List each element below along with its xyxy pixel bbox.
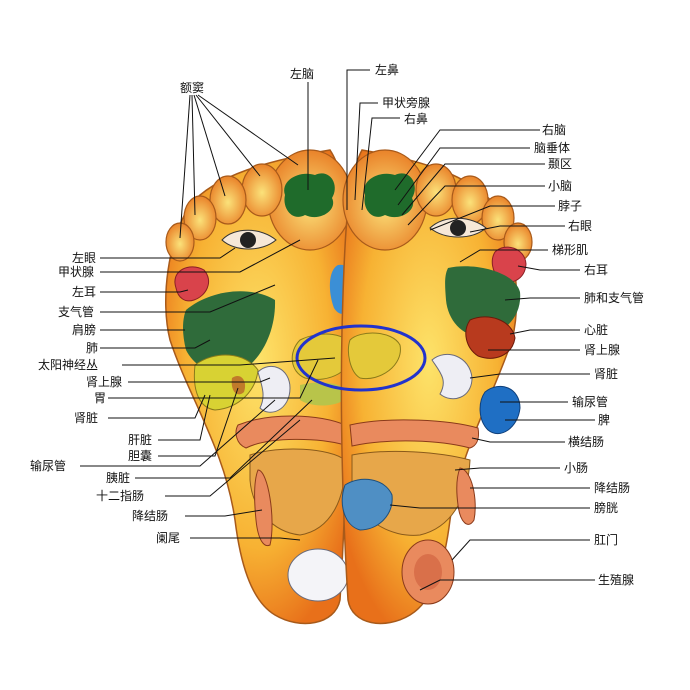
label-solar-plexus: 太阳神经丛 xyxy=(38,357,98,372)
label-cerebellum: 小脑 xyxy=(548,179,572,193)
label-neck: 脖子 xyxy=(558,199,582,213)
label-spleen: 脾 xyxy=(598,412,610,427)
label-bladder: 膀胱 xyxy=(594,500,618,515)
label-ureter-right: 输尿管 xyxy=(572,394,608,409)
right-spleen-organ xyxy=(479,386,521,435)
left-ear-organ xyxy=(174,266,209,302)
label-thyroid: 甲状腺 xyxy=(58,265,94,279)
label-left-nose: 左鼻 xyxy=(375,62,399,77)
label-left-ear: 左耳 xyxy=(72,284,96,299)
label-appendix: 阑尾 xyxy=(156,530,180,545)
label-parathyroid: 甲状旁腺 xyxy=(382,95,430,110)
labels: 额窦 左脑 左鼻 甲状旁腺 右鼻 右脑 脑垂体 颞区 小脑 脖子 右眼 梯形肌 … xyxy=(30,62,644,587)
label-pancreas: 胰脏 xyxy=(106,470,130,485)
label-heart: 心脏 xyxy=(584,322,608,337)
left-toe-4 xyxy=(183,195,217,241)
right-toe-4 xyxy=(481,195,515,241)
left-toe-2 xyxy=(241,163,283,217)
label-descending-colon-right: 降结肠 xyxy=(594,481,630,495)
left-descending-colon-organ xyxy=(254,469,273,547)
label-transverse-colon: 横结肠 xyxy=(568,435,604,449)
label-adrenal-right: 肾上腺 xyxy=(584,343,620,357)
label-anus: 肛门 xyxy=(594,532,618,547)
right-foot xyxy=(340,149,533,625)
label-trapezius: 梯形肌 xyxy=(552,243,588,257)
label-left-eye: 左眼 xyxy=(72,250,96,265)
label-gallbladder: 胆囊 xyxy=(128,448,152,463)
solar-plexus-highlight xyxy=(295,324,427,392)
right-kidney-organ xyxy=(431,353,473,400)
left-appendix-organ xyxy=(287,548,349,602)
left-colon-organ xyxy=(235,415,346,449)
right-lung-organ xyxy=(445,266,521,337)
label-shoulder: 肩膀 xyxy=(72,322,96,337)
label-liver: 肝脏 xyxy=(128,432,152,447)
label-right-ear: 右耳 xyxy=(584,262,608,277)
right-stomach-organ xyxy=(347,332,401,380)
label-descending-colon-left: 降结肠 xyxy=(132,509,168,523)
left-foot xyxy=(165,149,354,625)
label-kidney-right: 肾脏 xyxy=(594,366,618,381)
right-eye-iris xyxy=(450,220,466,236)
right-transverse-colon-organ xyxy=(349,419,479,449)
left-kidney-organ xyxy=(257,366,291,413)
right-bladder-organ xyxy=(341,478,393,531)
label-small-intestine: 小肠 xyxy=(564,461,588,475)
label-right-brain: 右脑 xyxy=(542,122,566,137)
label-lung-bronchus: 肺和支气管 xyxy=(584,290,644,305)
right-reproductive-inner xyxy=(414,554,442,590)
label-reproductive: 生殖腺 xyxy=(598,572,634,587)
left-gallbladder-organ xyxy=(231,375,246,395)
label-bronchus: 支气管 xyxy=(58,304,94,319)
label-sinus: 额窦 xyxy=(180,81,204,95)
label-pituitary: 脑垂体 xyxy=(534,141,570,155)
label-lung: 肺 xyxy=(86,341,98,355)
label-ureter-left: 输尿管 xyxy=(30,458,66,473)
label-stomach: 胃 xyxy=(94,391,106,405)
left-brain-organ xyxy=(284,173,335,218)
label-right-nose: 右鼻 xyxy=(404,111,428,126)
label-temporal: 颞区 xyxy=(548,157,572,171)
label-duodenum: 十二指肠 xyxy=(96,488,144,503)
label-left-brain-top: 左脑 xyxy=(290,66,314,81)
left-toe-5 xyxy=(165,222,195,262)
right-heart-organ xyxy=(465,316,516,359)
label-kidney-left: 肾脏 xyxy=(74,410,98,425)
leader-lines xyxy=(80,69,595,591)
label-right-eye: 右眼 xyxy=(568,218,592,233)
label-adrenal-left: 肾上腺 xyxy=(86,375,122,389)
right-brain-organ xyxy=(364,173,415,218)
right-descending-colon-organ xyxy=(456,467,476,525)
left-eye-iris xyxy=(240,232,256,248)
